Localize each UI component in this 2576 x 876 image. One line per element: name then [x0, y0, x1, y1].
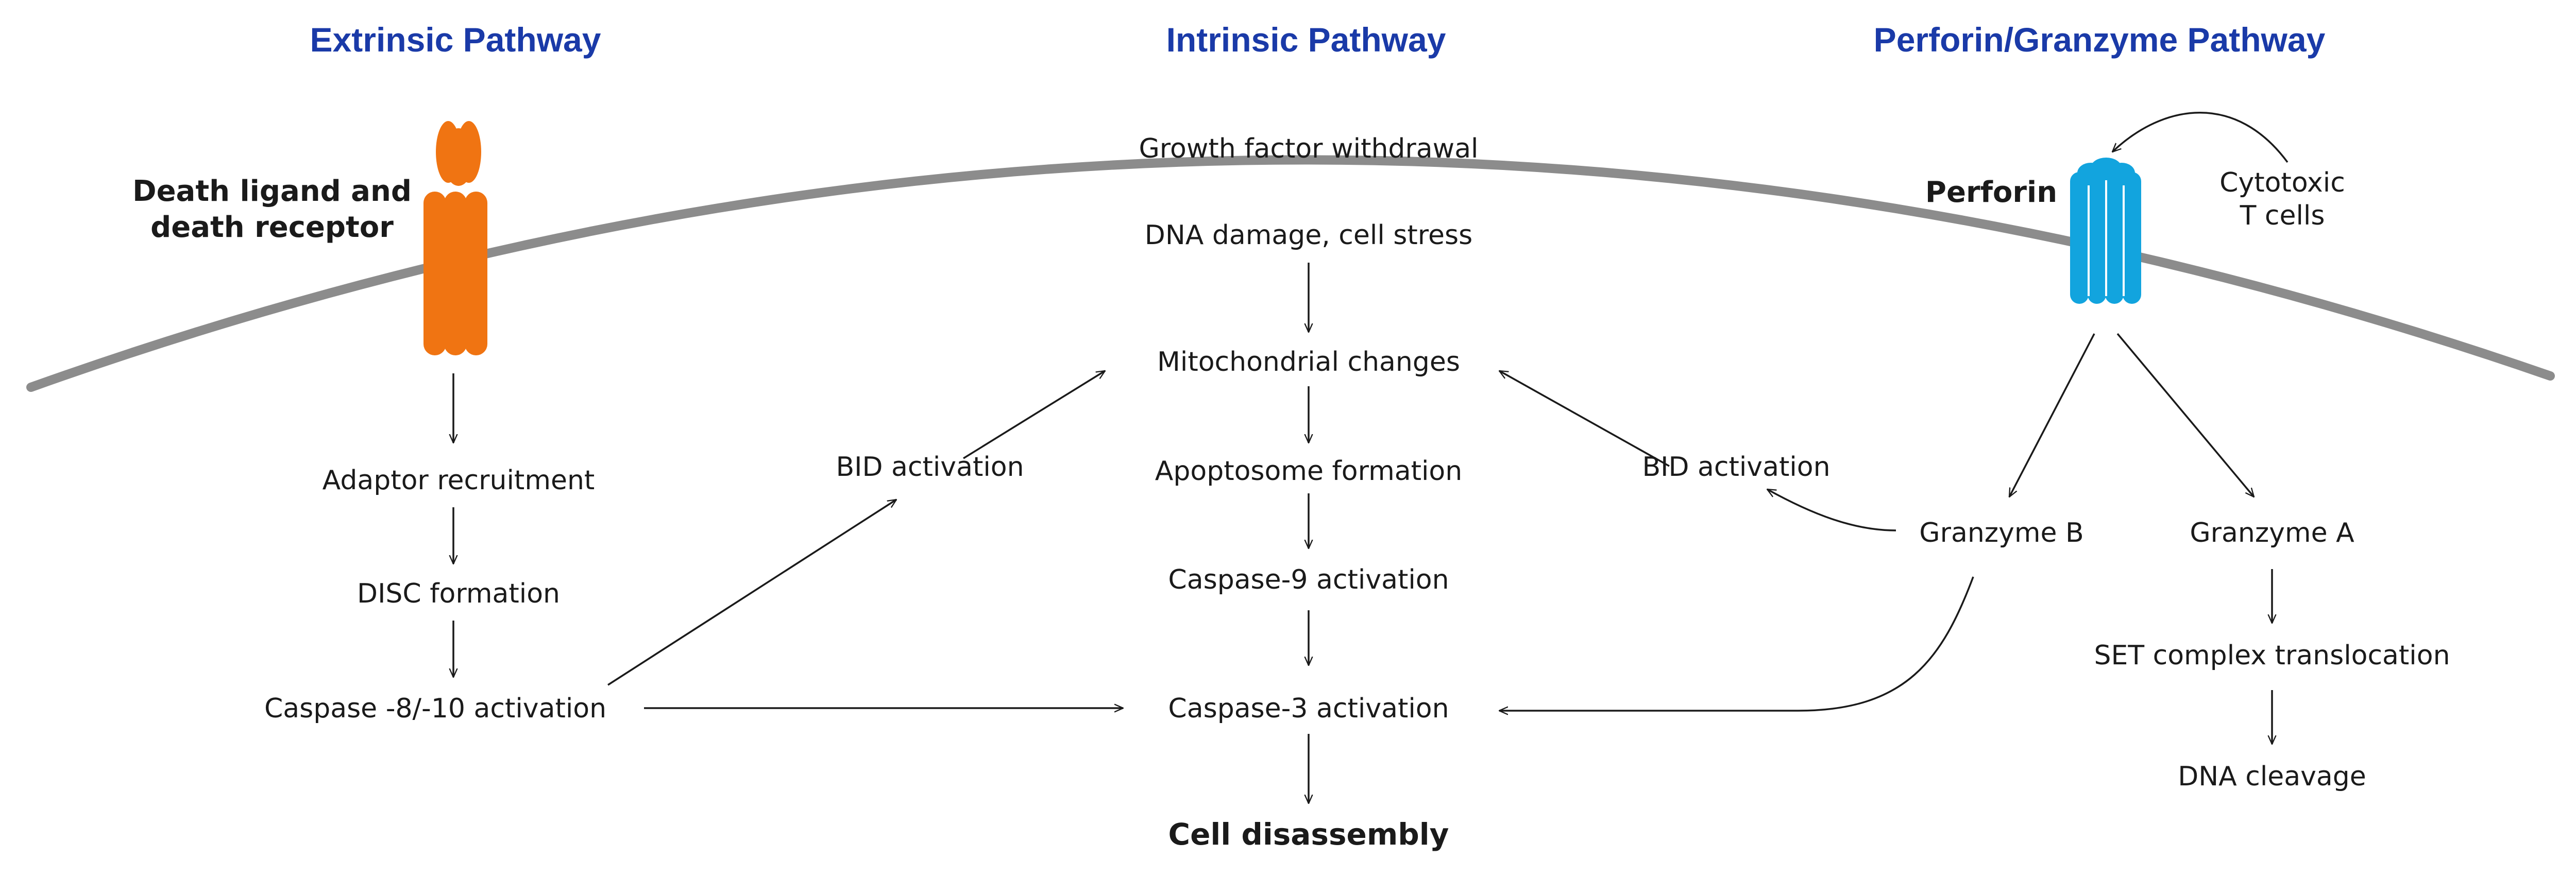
adaptor-recruitment-label: Adaptor recruitment [323, 465, 595, 496]
mitochondrial-changes-label: Mitochondrial changes [1157, 347, 1460, 377]
cell-disassembly-label: Cell disassembly [1168, 817, 1449, 852]
perforin-pore-icon [2070, 158, 2141, 304]
dna-cleavage-label: DNA cleavage [2178, 761, 2366, 792]
disc-formation-label: DISC formation [357, 578, 560, 609]
extrinsic-pathway-title: Extrinsic Pathway [310, 21, 601, 59]
death-receptor-label-line1: Death ligand and [132, 175, 412, 208]
extrinsic-arrows [453, 370, 1123, 708]
cytotoxic-t-cells-label-line2: T cells [2240, 200, 2325, 231]
extrinsic-bid-activation-label: BID activation [836, 452, 1024, 483]
growth-factor-withdrawal-label: Growth factor withdrawal [1139, 133, 1478, 164]
intrinsic-pathway-title: Intrinsic Pathway [1166, 21, 1446, 59]
death-receptor-label-line2: death receptor [150, 211, 394, 244]
dna-damage-cell-stress-label: DNA damage, cell stress [1145, 220, 1472, 251]
caspase-3-activation-label: Caspase-3 activation [1168, 693, 1449, 724]
apoptosome-formation-label: Apoptosome formation [1155, 456, 1462, 487]
caspase-9-activation-label: Caspase-9 activation [1168, 564, 1449, 595]
granzyme-b-label: Granzyme B [1919, 518, 2083, 548]
set-complex-translocation-label: SET complex translocation [2094, 640, 2450, 671]
perforin-granzyme-pathway-title: Perforin/Granzyme Pathway [1874, 21, 2326, 59]
cytotoxic-t-cells-label-line1: Cytotoxic [2219, 167, 2345, 198]
granzyme-a-label: Granzyme A [2190, 518, 2354, 548]
perforin-pore-highlights [2088, 180, 2125, 296]
perforin-bid-activation-label: BID activation [1642, 452, 1830, 483]
death-receptor-icon [423, 121, 487, 355]
perforin-label: Perforin [1925, 176, 2057, 209]
caspase-8-10-activation-label: Caspase -8/-10 activation [264, 693, 606, 724]
perforin-granzyme-arrows [1499, 112, 2289, 744]
